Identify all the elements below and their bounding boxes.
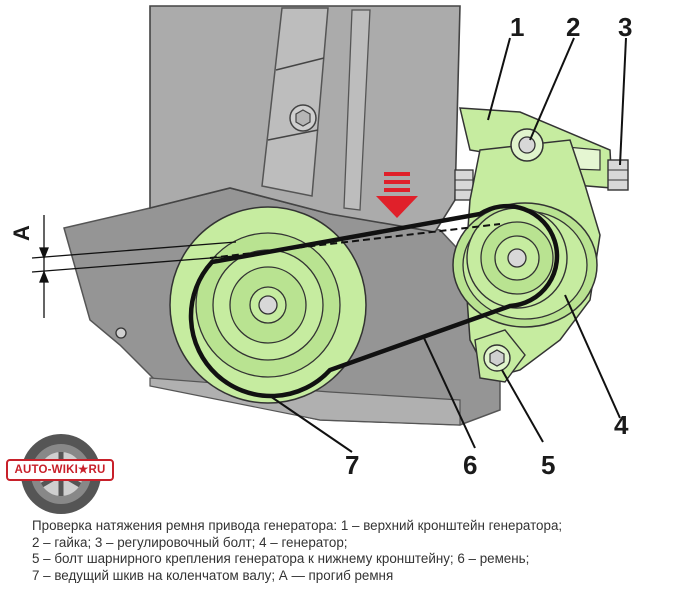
caption-line: Проверка натяжения ремня привода генерат… — [32, 518, 563, 533]
belt — [188, 203, 560, 399]
nut — [510, 128, 544, 162]
pivot-bolt — [474, 329, 526, 383]
caption-line: 2 – гайка; 3 – регулировочный болт; 4 – … — [32, 534, 348, 550]
figure-caption: Проверка натяжения ремня привода генерат… — [32, 518, 682, 584]
engine-plug — [289, 104, 317, 132]
belt-reference-line — [209, 223, 501, 259]
crankshaft-pulley — [169, 206, 367, 404]
deflection-dimension — [31, 215, 237, 318]
engine-rib-right — [343, 9, 371, 211]
callout-label-3: 3 — [618, 12, 633, 42]
callout-label-4: 4 — [614, 410, 629, 440]
leader-lines — [269, 37, 627, 453]
force-arrow — [376, 172, 418, 218]
site-logo: AUTO-WIKI★RU — [6, 459, 114, 481]
engine-ribs — [261, 7, 329, 197]
callout-label-5: 5 — [541, 450, 556, 480]
callout-label-2: 2 — [566, 12, 581, 42]
callout-label-6: 6 — [463, 450, 478, 480]
block-bolt — [115, 327, 127, 339]
belt-tension-diagram — [31, 5, 629, 453]
callout-label-a: A — [8, 225, 34, 241]
callout-label-7: 7 — [345, 450, 360, 480]
caption-line: 7 – ведущий шкив на коленчатом валу; А —… — [32, 567, 394, 583]
caption-line: 5 – болт шарнирного крепления генератора… — [32, 551, 530, 567]
callout-label-1: 1 — [510, 12, 525, 42]
generator-pulley — [466, 207, 568, 309]
adjusting-bolt — [607, 159, 629, 191]
